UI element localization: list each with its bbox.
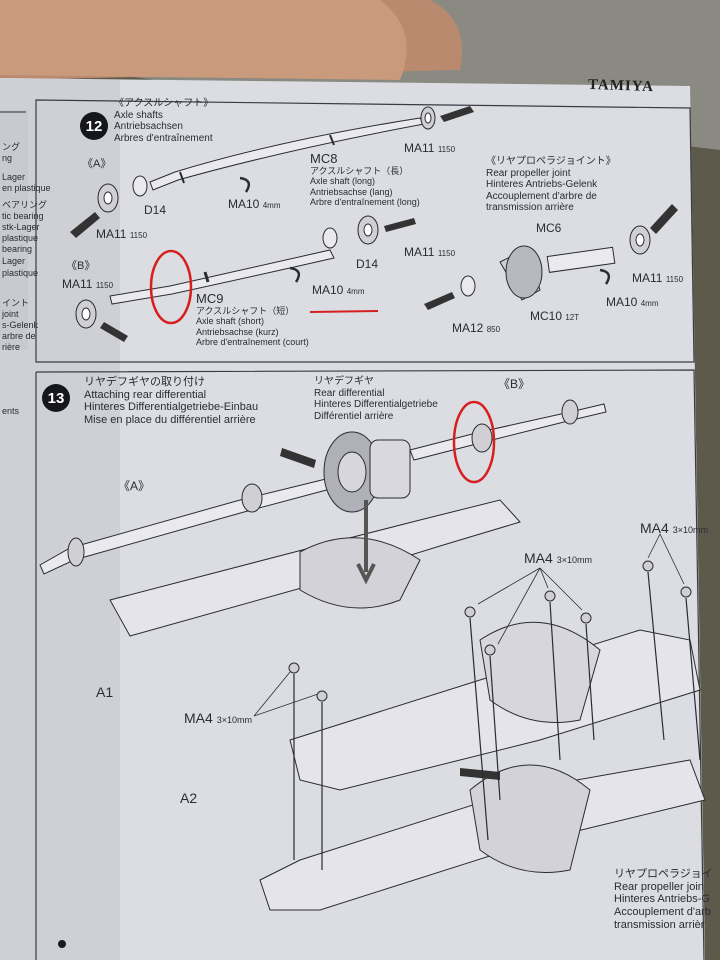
margin-fragment: ents xyxy=(2,406,20,416)
part-label: MA11 1150 xyxy=(404,141,456,155)
rear-joint-label-13: リヤプロペラジョイ Rear propeller join Hinteres A… xyxy=(614,868,713,931)
red-highlight-ellipse-13 xyxy=(452,400,496,484)
margin-fragment: イント xyxy=(2,298,30,308)
margin-fragment: Lager xyxy=(2,172,26,182)
part-a1-label: A1 xyxy=(96,684,114,700)
mc9-code: MC9 xyxy=(196,291,224,306)
variant-a-label: 《A》 xyxy=(82,158,112,170)
step-12-badge: 12 xyxy=(80,112,108,140)
margin-fragment: Lager xyxy=(2,256,26,266)
red-highlight-ellipse-b xyxy=(149,249,193,325)
bearing-ma11-b-left xyxy=(75,299,97,329)
margin-fragment: stk-Lager xyxy=(2,222,40,232)
red-underline xyxy=(309,310,379,313)
part-label: MA10 4mm xyxy=(312,283,365,297)
step12-title: 《アクスルシャフト》 Axle shafts Antriebsachsen Ar… xyxy=(114,98,214,144)
margin-fragment: plastique xyxy=(2,268,39,278)
bearing-ma12 xyxy=(460,275,476,297)
joint-mc6 xyxy=(546,246,616,273)
part-a2-label: A2 xyxy=(180,790,198,806)
margin-fragment: arbre de xyxy=(2,331,36,341)
margin-fragment: ング xyxy=(2,142,21,152)
diff-gear-mc10 xyxy=(499,245,543,301)
screw-label: MA4 3×10mm xyxy=(184,710,252,726)
part-label: MA11 1150 xyxy=(632,271,684,285)
part-label: D14 xyxy=(356,257,379,271)
part-label: MA11 1150 xyxy=(96,227,148,241)
rear-diff-label: リヤデフギヤ Rear differential Hinteres Differ… xyxy=(314,376,438,422)
tamiya-logo: TAMIYA xyxy=(587,76,655,96)
part-label: MA11 1150 xyxy=(62,277,114,291)
variant-a-label-13: 《A》 xyxy=(118,479,151,493)
margin-fragment: joint xyxy=(2,309,19,319)
step-13-badge: 13 xyxy=(42,384,70,412)
screw-label: MA4 3×10mm xyxy=(640,520,708,536)
margin-fragment: rière xyxy=(2,342,21,352)
rear-joint-title: 《リヤプロペラジョイント》 Rear propeller joint Hinte… xyxy=(486,156,616,213)
part-label: MA10 4mm xyxy=(606,295,659,309)
axle-shaft-short-b xyxy=(109,249,335,305)
part-label: D14 xyxy=(144,203,167,217)
bearing-ma11-a-right xyxy=(420,106,436,130)
axle-assembly-b xyxy=(409,399,607,461)
part-label: MC10 12T xyxy=(530,309,580,323)
variant-b-label: 《B》 xyxy=(66,260,96,272)
margin-fragment: s-Gelenk xyxy=(2,320,39,330)
mc9-description: アクスルシャフト（短） Axle shaft (short) Antriebsa… xyxy=(196,306,309,348)
screw-label: MA4 3×10mm xyxy=(524,550,592,566)
variant-b-label-13: 《B》 xyxy=(498,377,531,391)
screws-ma4 xyxy=(288,560,692,702)
axle-housing-a2 xyxy=(289,621,701,791)
margin-fragment: en plastique xyxy=(2,183,51,193)
step13-panel xyxy=(35,369,705,960)
part-label: MA10 4mm xyxy=(228,197,281,211)
margin-fragment: ng xyxy=(2,153,13,163)
part-label: MC6 xyxy=(536,221,562,235)
part-label: MA11 1150 xyxy=(404,245,456,259)
margin-fragment: bearing xyxy=(2,244,33,254)
mc8-code: MC8 xyxy=(310,151,338,166)
margin-fragment: plastique xyxy=(2,233,39,243)
mc8-description: アクスルシャフト（長） Axle shaft (long) Antriebsac… xyxy=(310,166,420,208)
step13-title: リヤデフギヤの取り付け Attaching rear differential … xyxy=(84,376,259,426)
bearing-ma11-a-left xyxy=(97,183,119,213)
spacer-d14-b xyxy=(322,227,338,249)
e-ring-ma10-a xyxy=(239,176,251,193)
bearing-ma11-b-right xyxy=(357,215,379,245)
axle-housing-a1 xyxy=(109,499,521,637)
part-label: MA12 850 xyxy=(452,321,501,335)
margin-fragment: tic bearing xyxy=(2,211,44,221)
grease-arrow xyxy=(440,106,474,122)
rear-differential xyxy=(323,431,411,513)
margin-fragment: ベアリング xyxy=(2,200,48,210)
step12-panel xyxy=(35,99,695,363)
spacer-d14-a xyxy=(132,175,148,197)
